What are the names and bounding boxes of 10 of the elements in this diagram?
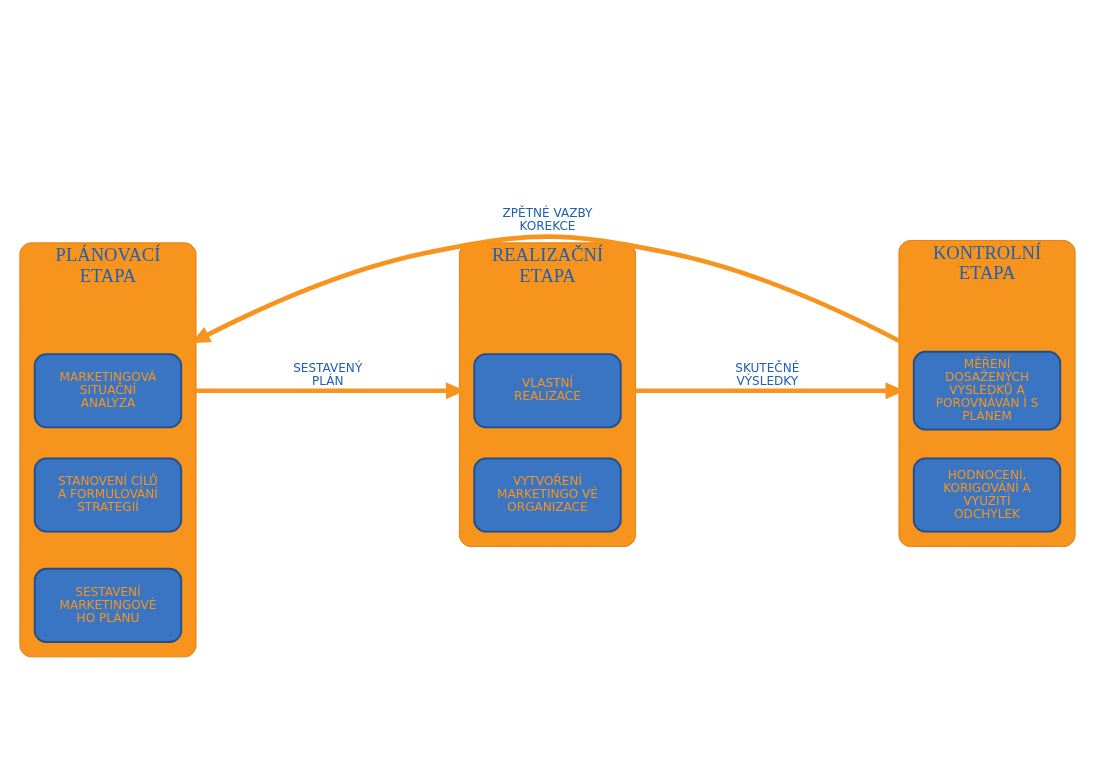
edge-label: ZPĚTNÉ VAZBY KOREKCE <box>502 205 593 233</box>
node-box: HODNOCENÍ, KORIGOVÁNÍ A VYUŽITÍ ODCHYLEK <box>912 457 1062 533</box>
node-box: MARKETINGOVÁ SITUAČNÍ ANALÝZA <box>33 352 183 428</box>
edge-label: SKUTEČNÉ VÝSLEDKY <box>735 360 800 388</box>
node-box: VYTVOŘENÍ MARKETINGO VÉ ORGANIZACE <box>473 457 622 533</box>
node-box: VLASTNÍ REALIZACE <box>473 352 622 428</box>
node-box: STANOVENÍ CÍLŮ A FORMULOVÁNÍ STRATEGIÍ <box>33 457 183 533</box>
node-box: SESTAVENÍ MARKETINGOVÉ HO PLÁNU <box>33 567 183 643</box>
edge-label: SESTAVENÝ PLÁN <box>293 360 363 388</box>
node-box: MĚŘENÍ DOSAŽENÝCH VÝSLEDKŮ A POROVNÁVÁN Í S PLÁNEM <box>912 350 1062 431</box>
